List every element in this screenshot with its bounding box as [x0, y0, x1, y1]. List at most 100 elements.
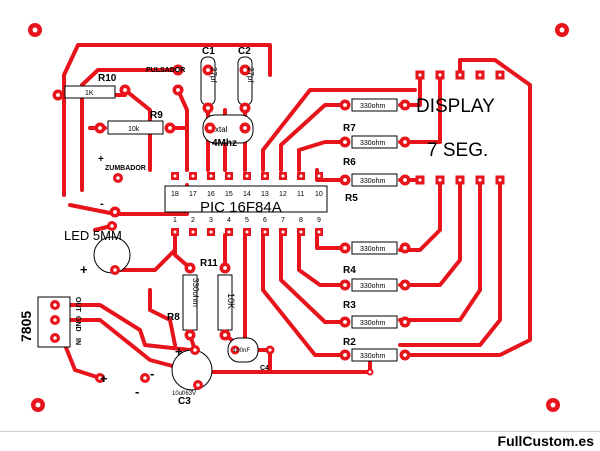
capacitor-c4	[227, 337, 259, 363]
chip-pad-top-5-hole	[245, 174, 249, 178]
resistor-r2	[351, 315, 398, 329]
label-r2: R2	[343, 337, 356, 348]
crystal	[202, 114, 254, 144]
display-pad-bottom-2-hole	[438, 178, 442, 182]
resistor-r10	[64, 85, 116, 99]
c2-pad-top-hole	[243, 68, 247, 72]
res-pad-left-5-hole	[343, 283, 347, 287]
res-pad-right-3-hole	[403, 178, 407, 182]
label-pulsador: PULSADOR	[146, 67, 185, 74]
label-display: DISPLAY	[416, 96, 495, 117]
mounting-hole-3-hole	[35, 402, 41, 408]
silkscreen-labels: R10 1K PULSADOR R9 10k C1 C2 27pf 27pf x…	[18, 46, 495, 407]
label-power-plus: +	[100, 371, 108, 386]
via-bottom-hole	[368, 370, 372, 374]
label-r1-value: 330ohm	[360, 353, 385, 360]
chip-pad-top-8-hole	[299, 174, 303, 178]
label-7805: 7805	[18, 311, 34, 342]
label-r4: R4	[343, 265, 356, 276]
c4-pad-1-hole	[233, 348, 237, 352]
xtal-pad-2-hole	[243, 126, 247, 130]
chip-pin-top-16: 16	[207, 191, 215, 198]
display-pad-top-3-hole	[458, 73, 462, 77]
label-xtal: xtal	[215, 125, 228, 134]
chip-pin-bottom-6: 6	[263, 217, 267, 224]
label-c3: C3	[178, 396, 191, 407]
c1-pad-bottom-hole	[206, 106, 210, 110]
res-pad-left-3-hole	[343, 178, 347, 182]
chip-pad-bottom-9-hole	[317, 230, 321, 234]
display-pad-top-2-hole	[438, 73, 442, 77]
chip-pad-top-1-hole	[173, 174, 177, 178]
resistor-r1	[351, 348, 398, 362]
res-pad-right-4-hole	[403, 246, 407, 250]
label-c4-value: 100nF	[233, 348, 250, 354]
xtal-pad-1-hole	[208, 126, 212, 130]
resistor-r4	[351, 241, 398, 255]
label-c3-value: 10uf/63V	[172, 391, 196, 397]
label-r6: R6	[343, 157, 356, 168]
chip-pin-bottom-1: 1	[173, 217, 177, 224]
chip-pad-top-2-hole	[191, 174, 195, 178]
c4-pad-2-hole	[268, 348, 272, 352]
label-r3-value: 330ohm	[360, 283, 385, 290]
r10-pad-left-hole	[56, 93, 60, 97]
solder-pads	[28, 23, 569, 412]
chip-pad-top-9-hole	[317, 174, 321, 178]
res-pad-left-1-hole	[343, 103, 347, 107]
chip-pin-top-17: 17	[189, 191, 197, 198]
label-r4-value: 330ohm	[360, 246, 385, 253]
chip-pad-bottom-4-hole	[227, 230, 231, 234]
label-r11-value: 10K	[226, 293, 236, 309]
resistor-r5	[351, 173, 398, 187]
label-r5-value: 330ohm	[360, 178, 385, 185]
c1-pad-top-hole	[206, 68, 210, 72]
power-pad-minus-hole	[143, 376, 147, 380]
label-reg-gnd: GND	[74, 316, 81, 332]
c3-pad-plus-hole	[193, 348, 197, 352]
label-reg-in: IN	[74, 338, 81, 345]
label-power-minus: -	[135, 384, 139, 399]
label-c1-value: 27pf	[209, 67, 218, 83]
zumbador-pad-minus-hole	[113, 210, 117, 214]
resistor-r3	[351, 278, 398, 292]
brand-label: FullCustom.es	[497, 433, 594, 449]
label-r7: R7	[343, 123, 356, 134]
pulsador-pad-2-hole	[176, 68, 180, 72]
resistor-r9	[107, 120, 164, 135]
res-pad-right-1-hole	[403, 103, 407, 107]
chip-label: PIC 16F84A	[200, 199, 282, 216]
c3-pad-minus-hole	[196, 383, 200, 387]
mounting-hole-4-hole	[550, 402, 556, 408]
label-zumbador-plus: +	[98, 154, 104, 165]
label-c1: C1	[202, 46, 215, 57]
chip-pin-top-13: 13	[261, 191, 269, 198]
label-r6-value: 330ohm	[360, 140, 385, 147]
label-led-minus: -	[100, 198, 104, 210]
res-pad-left-7-hole	[343, 353, 347, 357]
label-c2-value: 27pf	[246, 67, 255, 83]
label-r3: R3	[343, 300, 356, 311]
r9-pad-right-hole	[168, 126, 172, 130]
mounting-hole-2-hole	[559, 27, 565, 33]
chip-pad-bottom-8-hole	[299, 230, 303, 234]
label-r10: R10	[98, 73, 117, 84]
label-r8: R8	[167, 312, 180, 323]
chip-pad-bottom-7-hole	[281, 230, 285, 234]
res-pad-right-6-hole	[403, 320, 407, 324]
chip-pin-top-18: 18	[171, 191, 179, 198]
chip-pin-top-12: 12	[279, 191, 287, 198]
res-pad-left-4-hole	[343, 246, 347, 250]
footer-bar: FullCustom.es	[0, 431, 600, 451]
r11-pad-bottom-hole	[223, 333, 227, 337]
chip-pin-bottom-8: 8	[299, 217, 303, 224]
label-c2: C2	[238, 46, 251, 57]
display-pad-top-4-hole	[478, 73, 482, 77]
led-pad-minus-hole	[110, 224, 114, 228]
label-r8-value: 330ohm	[191, 278, 200, 307]
label-zumbador: ZUMBADOR	[105, 165, 146, 172]
label-7seg: 7 SEG.	[427, 140, 488, 161]
r9-pad-left-hole	[98, 126, 102, 130]
c2-pad-bottom-hole	[243, 106, 247, 110]
res-pad-left-2-hole	[343, 140, 347, 144]
